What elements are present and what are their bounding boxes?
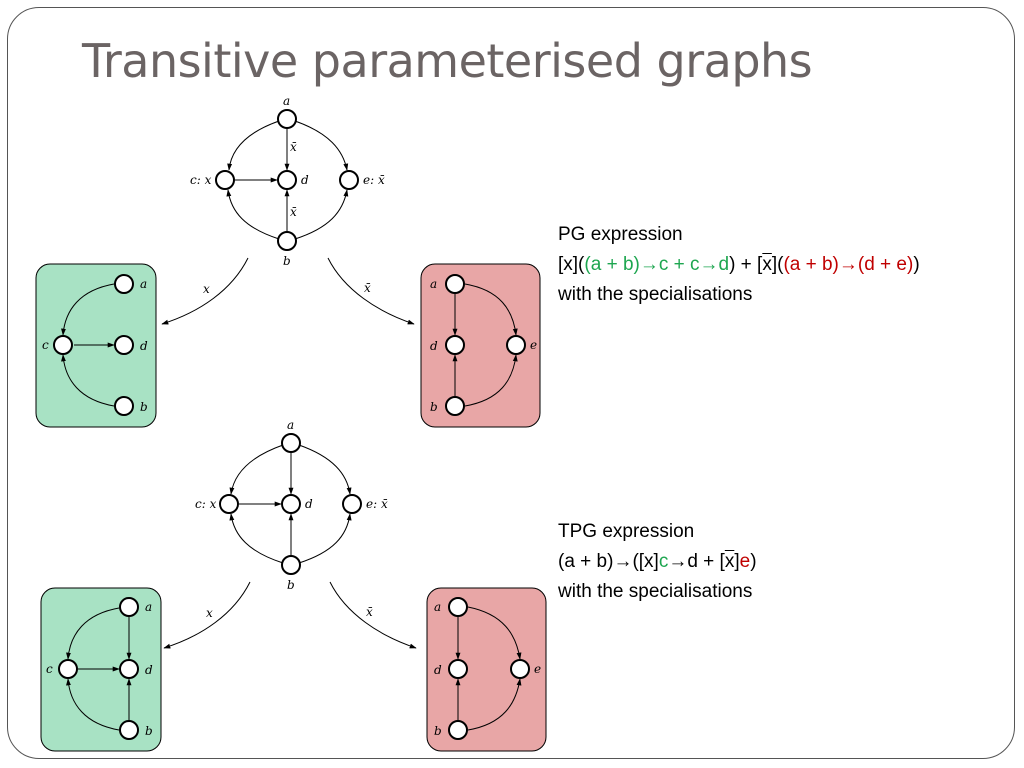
expression-segment: ]	[734, 551, 740, 572]
svg-text:a: a	[145, 600, 152, 614]
edge-a-c	[227, 120, 280, 171]
label-b: b	[283, 254, 291, 268]
svg-text:x̄: x̄	[366, 605, 373, 619]
expression-segment: ) + [	[729, 254, 763, 275]
expression-segment: (a + b)→([x]	[558, 551, 659, 572]
edge-a-e	[294, 120, 349, 171]
expression-segment: )	[750, 551, 757, 572]
expression-segment: →d + [	[668, 551, 725, 572]
arrow-pg-x	[161, 257, 249, 325]
tpg-expression: (a + b)→([x]c→d + [x]e)	[558, 547, 757, 577]
edge-b-c	[226, 189, 280, 240]
pg-green-specialisation: a c d b	[35, 263, 157, 428]
tpg-graph: a b c: x d e: x̄	[195, 418, 388, 592]
tpg-expression-block: TPG expression (a + b)→([x]c→d + [x]e) w…	[558, 517, 757, 607]
svg-text:c: c	[46, 662, 53, 676]
cond-xbar-bottom: x̄	[290, 205, 297, 219]
expression-segment: [x](	[558, 254, 585, 275]
slide-title: Transitive parameterised graphs	[82, 34, 813, 88]
tpg-red-specialisation: a d e b	[426, 587, 547, 752]
expression-segment: (a + b)→(d + e)	[783, 254, 914, 275]
expression-segment: ](	[771, 254, 784, 275]
arrow-tpg-x	[163, 581, 251, 649]
svg-text:d: d	[434, 663, 442, 677]
tpg-footer: with the specialisations	[558, 581, 753, 602]
node-e	[339, 170, 359, 190]
svg-text:a: a	[434, 600, 441, 614]
pg-footer: with the specialisations	[558, 284, 753, 305]
svg-text:d: d	[305, 497, 313, 511]
svg-text:e: e	[534, 662, 541, 676]
label-c-x: c: x	[190, 173, 212, 187]
expression-segment: x	[724, 551, 735, 572]
pg-expression: [x]((a + b)→c + c→d) + [x]((a + b)→(d + …	[558, 250, 920, 280]
svg-text:e: x̄: e: x̄	[366, 497, 388, 511]
expression-segment: x	[762, 254, 772, 275]
pg-heading: PG expression	[558, 224, 683, 245]
arrow-label-pg-x: x	[203, 282, 210, 296]
arrow-pg-xbar	[327, 257, 415, 325]
tpg-green-specialisation: a c d b	[40, 587, 162, 752]
svg-text:b: b	[434, 724, 442, 738]
svg-text:c: c	[42, 338, 49, 352]
pg-red-specialisation: a d e b	[420, 263, 541, 428]
svg-text:a: a	[287, 418, 294, 432]
pg-graph: a b c: x d e: x̄ x̄ x̄	[190, 94, 385, 268]
node-a	[277, 109, 297, 129]
expression-segment: (a + b)→c + c→d	[584, 254, 730, 275]
cond-xbar-top: x̄	[290, 140, 297, 154]
label-d: d	[301, 173, 309, 187]
svg-text:a: a	[140, 277, 147, 291]
tpg-heading: TPG expression	[558, 521, 695, 542]
svg-text:c: x: c: x	[195, 497, 217, 511]
edge-b-e	[294, 189, 349, 240]
svg-text:d: d	[430, 339, 438, 353]
node-b	[277, 231, 297, 251]
arrow-tpg-xbar	[329, 581, 417, 649]
svg-text:x: x	[206, 606, 213, 620]
node-c	[215, 170, 235, 190]
svg-text:b: b	[140, 400, 148, 414]
pg-expression-block: PG expression [x]((a + b)→c + c→d) + [x]…	[558, 220, 920, 310]
expression-segment: e	[739, 551, 751, 572]
label-e-xbar: e: x̄	[363, 173, 385, 187]
svg-text:b: b	[287, 578, 295, 592]
node-d	[277, 170, 297, 190]
svg-text:b: b	[145, 724, 153, 738]
svg-text:a: a	[430, 277, 437, 291]
svg-text:d: d	[140, 339, 148, 353]
svg-text:d: d	[145, 663, 153, 677]
label-a: a	[283, 94, 290, 108]
expression-segment: )	[913, 254, 920, 275]
svg-text:e: e	[530, 338, 537, 352]
arrow-label-pg-xbar: x̄	[364, 281, 371, 295]
svg-text:b: b	[430, 400, 438, 414]
expression-segment: c	[658, 551, 669, 572]
